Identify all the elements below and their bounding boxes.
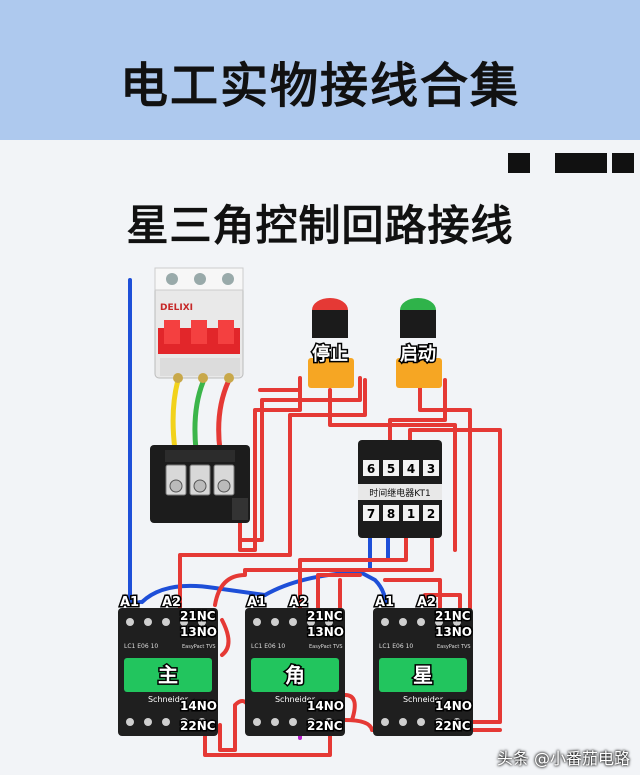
- main-a1: A1: [120, 595, 139, 610]
- red-wire: [423, 593, 462, 612]
- blue-wire: [140, 583, 267, 604]
- delta-a1: A1: [247, 595, 266, 610]
- timer-terminal-5: 5: [387, 462, 395, 476]
- star-22nc: 22NC: [435, 719, 471, 733]
- star-name: 星: [413, 663, 433, 687]
- red-wire: [316, 573, 362, 612]
- overload-relay: [150, 445, 250, 523]
- red-wire: [343, 693, 357, 722]
- yellow-wire: [170, 377, 181, 453]
- redaction-block-1: [508, 153, 530, 173]
- timer-top-terminals: 6 5 4 3: [363, 460, 439, 476]
- star-21nc: 21NC: [435, 609, 471, 623]
- stop-label: 停止: [312, 343, 348, 365]
- star-13no: 13NO: [435, 625, 472, 639]
- main-21nc: 21NC: [180, 609, 216, 623]
- red-wire: [216, 377, 232, 453]
- contactor-delta: LC1 E06 10 EasyPact TVS 角 Schneider A1 A…: [245, 594, 345, 736]
- blue-wire: [128, 278, 142, 605]
- main-a2: A2: [162, 595, 181, 610]
- contactor-main: LC1 E06 10 EasyPact TVS 主 Schneider A1 A…: [118, 594, 218, 736]
- main-14no: 14NO: [180, 699, 217, 713]
- circuit-breaker: DELIXI: [154, 267, 244, 383]
- diagram-title: 星三角控制回路接线: [126, 201, 514, 250]
- wiring-diagram: DELIXI 停止 启动 时间继电器KT1: [118, 267, 502, 757]
- red-wire: [238, 376, 362, 542]
- star-a1: A1: [375, 595, 394, 610]
- blue-wire: [263, 570, 388, 607]
- redaction-block-3: [612, 153, 634, 173]
- main-model: LC1 E06 10: [124, 643, 158, 650]
- timer-terminal-4: 4: [407, 462, 415, 476]
- timer-terminal-3: 3: [427, 462, 435, 476]
- start-label: 启动: [400, 343, 436, 365]
- timer-terminal-2: 2: [427, 507, 435, 521]
- main-13no: 13NO: [180, 625, 217, 639]
- stop-button[interactable]: 停止: [308, 298, 354, 388]
- star-a2: A2: [417, 595, 436, 610]
- red-wire: [213, 530, 434, 607]
- delta-22nc: 22NC: [307, 719, 343, 733]
- delta-21nc: 21NC: [307, 609, 343, 623]
- delta-14no: 14NO: [307, 699, 344, 713]
- main-22nc: 22NC: [180, 719, 216, 733]
- red-wire: [328, 388, 457, 552]
- main-name: 主: [158, 663, 178, 687]
- red-wire: [408, 428, 502, 682]
- timer-terminal-6: 6: [367, 462, 375, 476]
- red-wire: [238, 376, 302, 552]
- star-14no: 14NO: [435, 699, 472, 713]
- timer-terminal-1: 1: [407, 507, 415, 521]
- delta-model: LC1 E06 10: [251, 643, 285, 650]
- delta-series: EasyPact TVS: [309, 644, 343, 650]
- red-wire: [388, 378, 447, 442]
- time-relay: 时间继电器KT1 6 5 4 3 7 8 1 2: [358, 440, 442, 538]
- contactor-star: LC1 E06 10 EasyPact TVS 星 Schneider A1 A…: [373, 594, 473, 736]
- timer-terminal-7: 7: [367, 507, 375, 521]
- page-title: 电工实物接线合集: [119, 58, 520, 114]
- title-banner: 电工实物接线合集: [0, 0, 640, 140]
- delta-a2: A2: [289, 595, 308, 610]
- time-relay-label: 时间继电器KT1: [369, 487, 430, 499]
- wires: [128, 278, 502, 757]
- watermark: 头条 @小番茄电路: [496, 749, 630, 768]
- breaker-brand: DELIXI: [160, 303, 193, 313]
- redaction-block-2: [555, 153, 607, 173]
- timer-terminal-8: 8: [387, 507, 395, 521]
- red-wire: [203, 718, 332, 757]
- timer-bottom-terminals: 7 8 1 2: [363, 505, 439, 521]
- start-button[interactable]: 启动: [396, 298, 442, 388]
- red-wire: [220, 618, 231, 657]
- red-wire: [178, 378, 367, 612]
- red-wire: [383, 578, 442, 612]
- star-series: EasyPact TVS: [437, 644, 471, 650]
- delta-name: 角: [285, 663, 305, 687]
- green-wire: [192, 379, 206, 453]
- delta-13no: 13NO: [307, 625, 344, 639]
- star-model: LC1 E06 10: [379, 643, 413, 650]
- main-series: EasyPact TVS: [182, 644, 216, 650]
- red-wire: [343, 718, 502, 732]
- delta-brand: Schneider: [275, 695, 316, 704]
- star-brand: Schneider: [403, 695, 444, 704]
- main-brand: Schneider: [148, 695, 189, 704]
